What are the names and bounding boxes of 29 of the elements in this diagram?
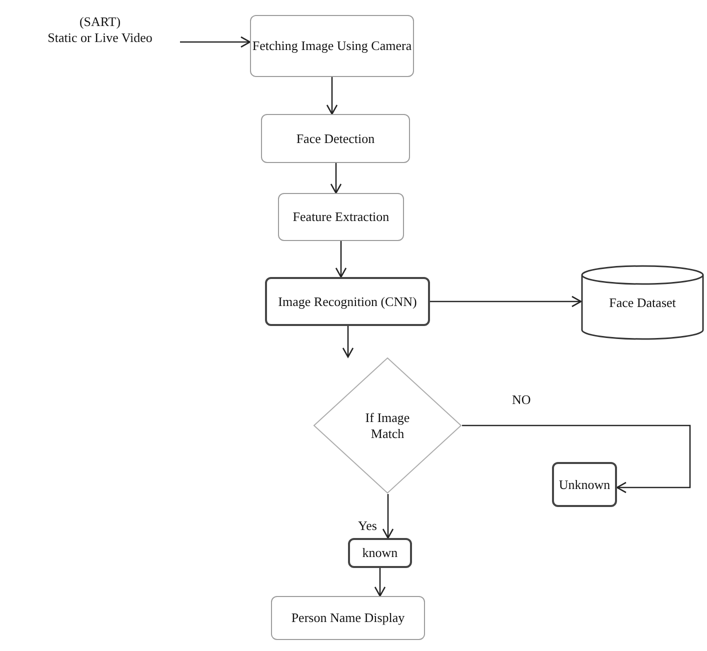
node-text: Person Name Display	[291, 610, 405, 626]
node-text: If Image Match	[364, 410, 411, 442]
node-text: Face Detection	[296, 130, 375, 146]
decision-diamond	[313, 357, 462, 494]
node-text: known	[362, 545, 398, 561]
arrow	[180, 36, 251, 48]
arrow	[430, 296, 582, 308]
arrow	[330, 163, 342, 194]
process-box	[261, 114, 410, 163]
node-text: Feature Extraction	[292, 209, 390, 225]
process-box	[348, 538, 412, 568]
node-text: Unknown	[558, 476, 610, 492]
arrow	[462, 424, 691, 494]
node-text: Face Dataset	[609, 294, 676, 310]
node-text: (SART)	[79, 14, 121, 30]
arrow	[382, 494, 394, 539]
process-box	[265, 277, 430, 326]
arrow	[342, 326, 354, 358]
arrow	[335, 241, 347, 278]
process-box	[271, 596, 425, 640]
process-box	[250, 15, 414, 77]
node-text: Image Recognition (CNN)	[278, 294, 417, 310]
process-box	[278, 193, 404, 241]
node-text: Fetching Image Using Camera	[252, 38, 412, 54]
node-text: Static or Live Video	[48, 30, 152, 46]
arrow	[326, 77, 338, 115]
database-cylinder	[581, 265, 704, 340]
arrow	[374, 568, 386, 597]
process-box	[552, 462, 617, 507]
